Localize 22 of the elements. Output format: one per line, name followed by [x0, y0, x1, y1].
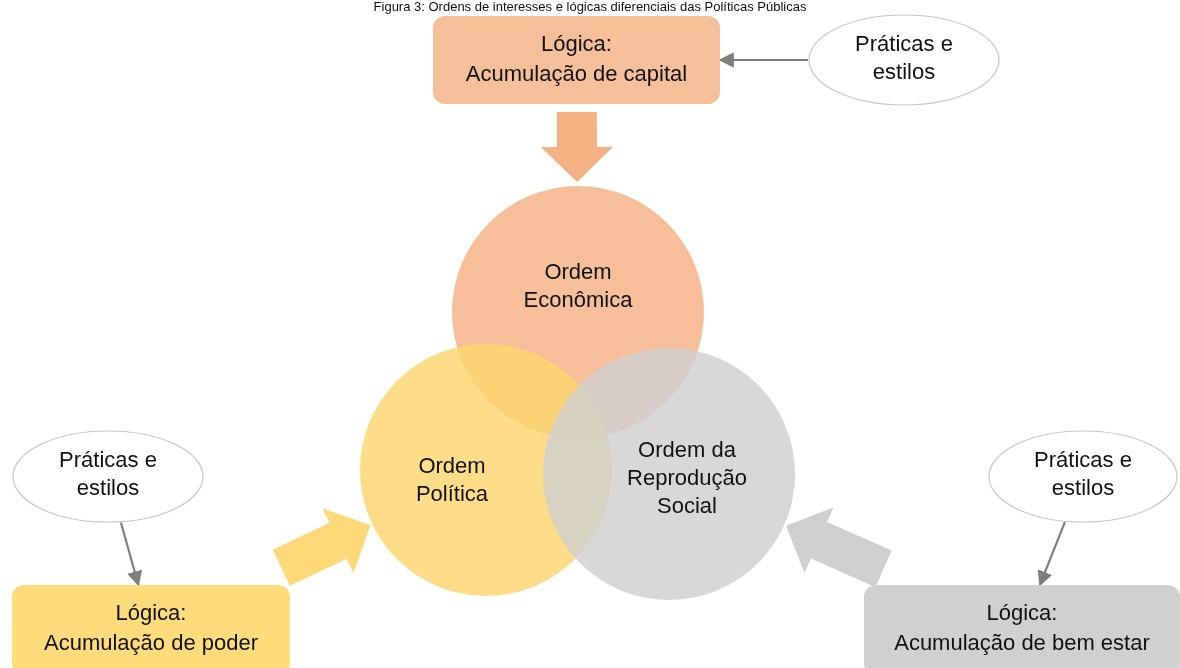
block-arrow — [541, 111, 613, 182]
box-heading: Lógica: — [540, 30, 613, 58]
arrow — [718, 52, 808, 68]
node-label: Ordem da Reprodução Social — [626, 436, 748, 520]
node-label: Ordem Política — [414, 452, 490, 508]
arrow — [1037, 521, 1066, 587]
box-text: Acumulação de bem estar — [893, 629, 1151, 657]
node-label: Práticas e estilos — [1033, 446, 1133, 502]
logic-box — [433, 16, 720, 104]
arrow — [119, 522, 143, 587]
box-text: Acumulação de poder — [43, 629, 259, 657]
box-text: Acumulação de capital — [464, 60, 689, 88]
node-label: Ordem Econômica — [522, 258, 634, 314]
block-arrow — [272, 508, 371, 586]
block-arrow — [786, 507, 892, 588]
logic-box — [864, 585, 1180, 668]
logic-box — [12, 585, 290, 668]
node-label: Práticas e estilos — [58, 446, 158, 502]
node-label: Práticas e estilos — [854, 30, 954, 86]
figure-title: Figura 3: Ordens de interesses e lógicas diferenciais das Políticas Públicas — [372, 0, 808, 14]
box-heading: Lógica: — [985, 599, 1059, 627]
box-heading: Lógica: — [114, 599, 188, 627]
